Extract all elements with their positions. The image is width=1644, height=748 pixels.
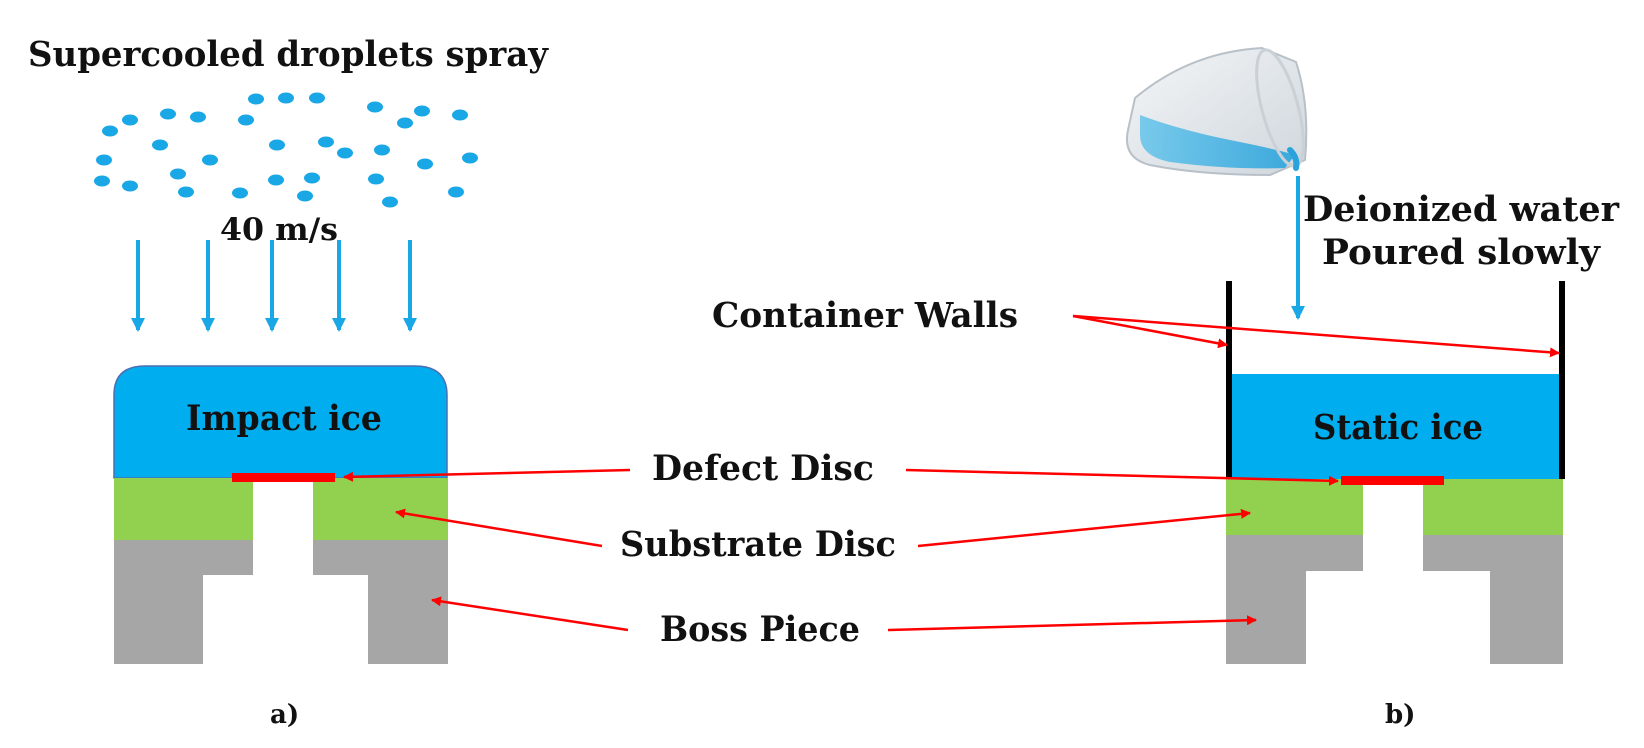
water-droplet — [309, 92, 325, 104]
container-walls-label: Container Walls — [712, 295, 1018, 336]
water-droplet — [178, 186, 194, 198]
water-droplet — [170, 168, 186, 180]
arrow-boss-b — [887, 615, 1257, 632]
speed-label: 40 m/s — [220, 212, 338, 248]
water-droplet — [297, 190, 313, 202]
arrow-container-left — [1072, 314, 1228, 349]
panel-a-label: a) — [270, 700, 299, 730]
arrow-container-right — [1072, 314, 1560, 358]
water-droplet — [122, 114, 138, 126]
substrate-disc-left-a — [114, 478, 253, 540]
boss-piece-label: Boss Piece — [660, 609, 860, 650]
impact-ice-label: Impact ice — [186, 398, 382, 439]
water-droplet — [190, 111, 206, 123]
arrow-defect-b — [905, 468, 1339, 486]
water-droplet — [374, 144, 390, 156]
water-droplet — [278, 92, 294, 104]
water-droplet — [417, 158, 433, 170]
water-droplet — [248, 93, 264, 105]
water-droplet — [96, 154, 112, 166]
static-ice-label: Static ice — [1313, 407, 1483, 448]
water-droplet — [152, 139, 168, 151]
substrate-disc-right-a — [313, 478, 448, 540]
impact-ice-block — [113, 365, 448, 479]
pouring-cup-icon — [1126, 46, 1308, 177]
water-droplet — [382, 196, 398, 208]
water-droplet — [268, 174, 284, 186]
water-droplet — [448, 186, 464, 198]
water-droplet — [367, 101, 383, 113]
substrate-disc-label: Substrate Disc — [620, 524, 896, 565]
droplet-cloud — [94, 92, 478, 208]
arrow-substrate-a — [395, 508, 603, 548]
boss-piece-a — [114, 540, 253, 664]
water-droplet — [368, 173, 384, 185]
panel-b: Deionized water Poured slowly Static ice… — [1126, 46, 1620, 730]
spray-title: Supercooled droplets spray — [28, 34, 550, 75]
substrate-disc-right-b — [1423, 479, 1563, 535]
boss-piece-b — [1226, 535, 1363, 664]
water-droplet — [269, 139, 285, 151]
water-droplet — [232, 187, 248, 199]
arrow-defect-a — [343, 468, 631, 482]
callouts: Container Walls Defect Disc Substrate Di… — [343, 295, 1560, 650]
water-droplet — [94, 175, 110, 187]
static-ice-block — [1232, 374, 1560, 479]
water-droplet — [318, 136, 334, 148]
defect-disc-label: Defect Disc — [652, 448, 874, 489]
water-droplet — [122, 180, 138, 192]
water-droplet — [414, 105, 430, 117]
water-droplet — [304, 172, 320, 184]
defect-disc-b — [1341, 476, 1444, 485]
substrate-disc-left-b — [1226, 479, 1363, 535]
boss-piece-b-right — [1423, 535, 1563, 664]
arrow-boss-a — [431, 596, 629, 632]
water-droplet — [397, 117, 413, 129]
arrow-substrate-b — [917, 508, 1251, 548]
water-droplet — [102, 125, 118, 137]
spray-arrows — [131, 240, 417, 332]
water-label-line2: Poured slowly — [1322, 232, 1602, 273]
panel-a: Supercooled droplets spray 40 m/s Impact… — [28, 34, 550, 730]
water-droplet — [238, 114, 254, 126]
water-label-line1: Deionized water — [1303, 189, 1620, 230]
water-droplet — [452, 109, 468, 121]
water-droplet — [462, 152, 478, 164]
water-droplet — [337, 147, 353, 159]
defect-disc-a — [232, 473, 335, 482]
water-droplet — [202, 154, 218, 166]
boss-piece-a-right — [313, 540, 448, 664]
panel-b-label: b) — [1385, 700, 1415, 730]
water-droplet — [160, 108, 176, 120]
